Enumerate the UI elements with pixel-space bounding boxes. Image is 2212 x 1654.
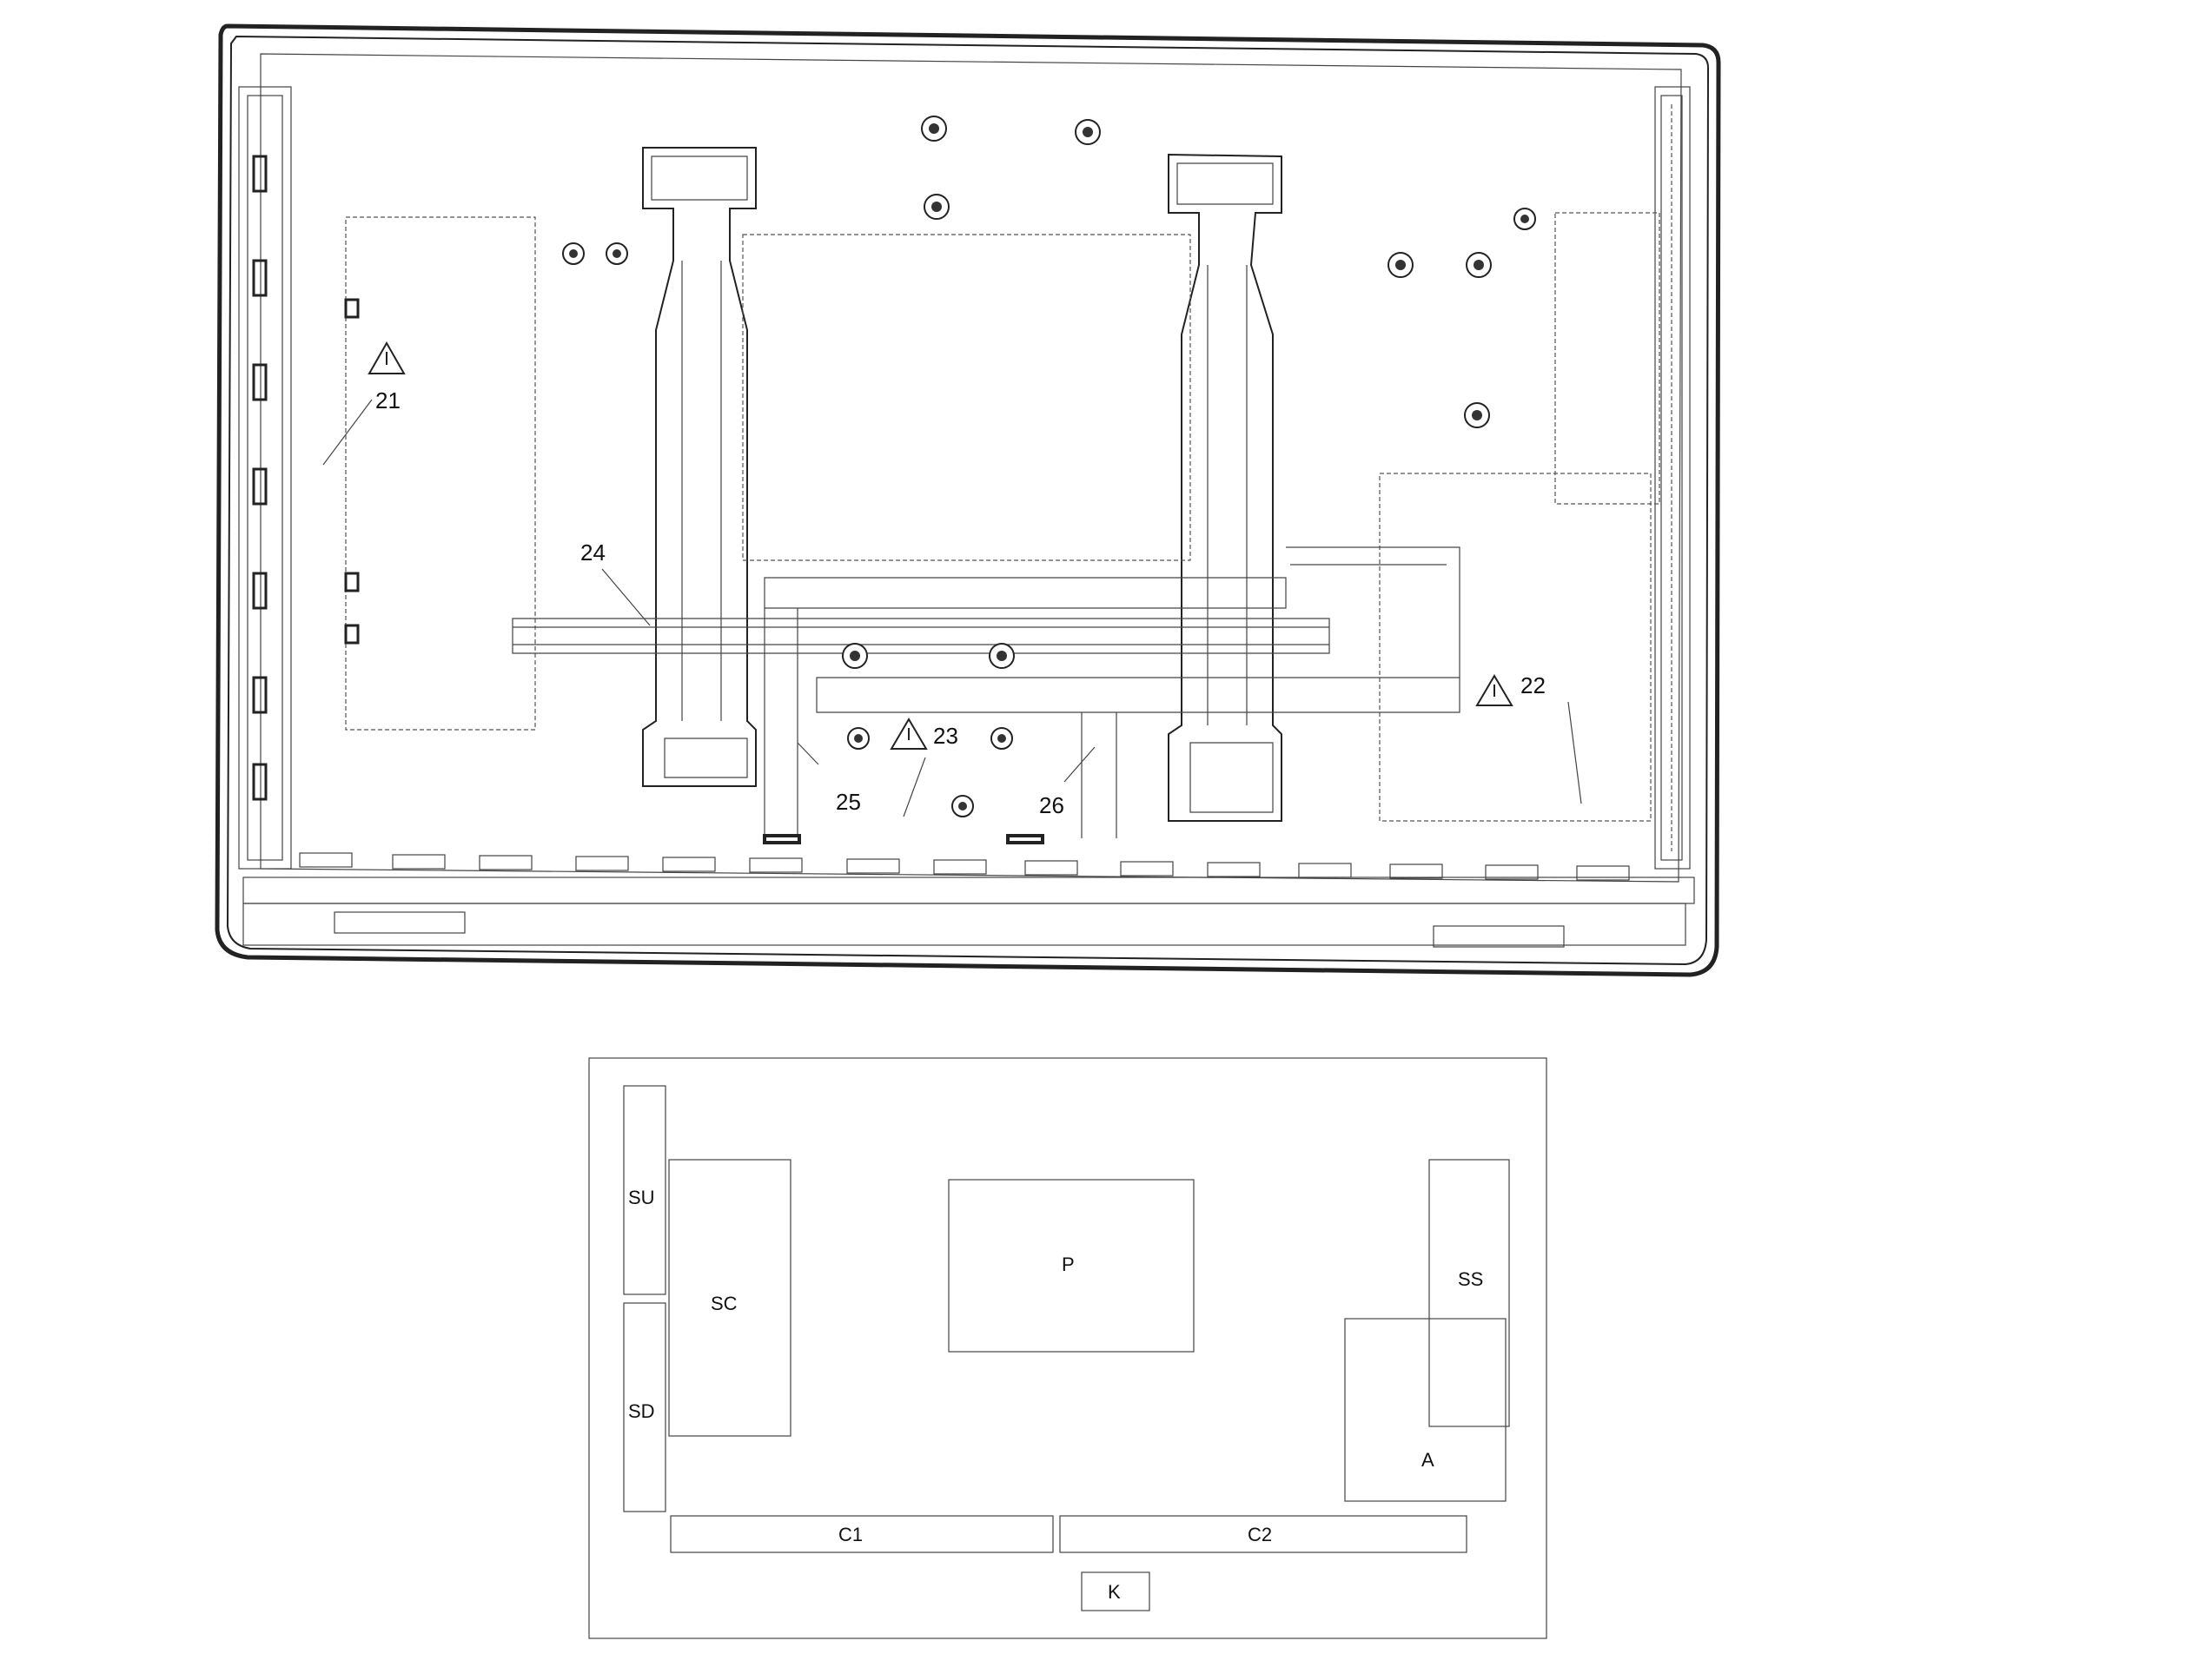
flat-cable-24 [512, 618, 1330, 654]
board-ss [1428, 1159, 1510, 1427]
right-connector-strip [1654, 86, 1691, 870]
p-board-outline [742, 234, 1191, 561]
left-stand-bracket [642, 147, 757, 787]
chassis-rear-view: 21 24 23 25 26 22 [215, 23, 1721, 977]
board-map-frame [588, 1057, 1547, 1639]
callout-26: 26 [1039, 792, 1064, 818]
label-c1: C1 [838, 1524, 863, 1545]
warning-triangle-icon [890, 718, 928, 750]
board-a [1344, 1318, 1507, 1502]
screws [562, 116, 1536, 817]
board-sc [668, 1159, 791, 1437]
label-k: K [1108, 1581, 1121, 1603]
label-a: A [1421, 1449, 1434, 1471]
flat-cable-25 [764, 577, 1287, 609]
warning-triangle-icon [368, 341, 406, 374]
bottom-connector-row [299, 834, 1630, 948]
ss-board-outline [1554, 212, 1660, 505]
board-c1 [670, 1515, 1054, 1553]
label-p: P [1062, 1254, 1075, 1275]
sc-board-outline [345, 216, 536, 731]
left-connector-strip [238, 86, 292, 870]
flat-cable-26 [816, 677, 1460, 713]
callout-21: 21 [375, 387, 401, 414]
label-su: SU [628, 1187, 655, 1208]
board-location-map: SU SD SC P SS A C1 C2 K [588, 1057, 1547, 1639]
label-ss: SS [1458, 1268, 1483, 1290]
board-p [948, 1179, 1195, 1353]
label-sc: SC [711, 1293, 738, 1314]
right-stand-bracket [1168, 153, 1282, 822]
callout-25: 25 [836, 789, 861, 815]
board-k [1081, 1571, 1150, 1611]
callout-22: 22 [1520, 672, 1546, 698]
board-c2 [1059, 1515, 1467, 1553]
callout-23: 23 [933, 723, 958, 749]
label-c2: C2 [1248, 1524, 1272, 1545]
board-su [623, 1085, 666, 1295]
callout-24: 24 [580, 539, 606, 566]
warning-triangle-icon [1475, 674, 1513, 706]
board-sd [623, 1302, 666, 1512]
a-board-outline [1379, 473, 1652, 822]
label-sd: SD [628, 1400, 655, 1422]
